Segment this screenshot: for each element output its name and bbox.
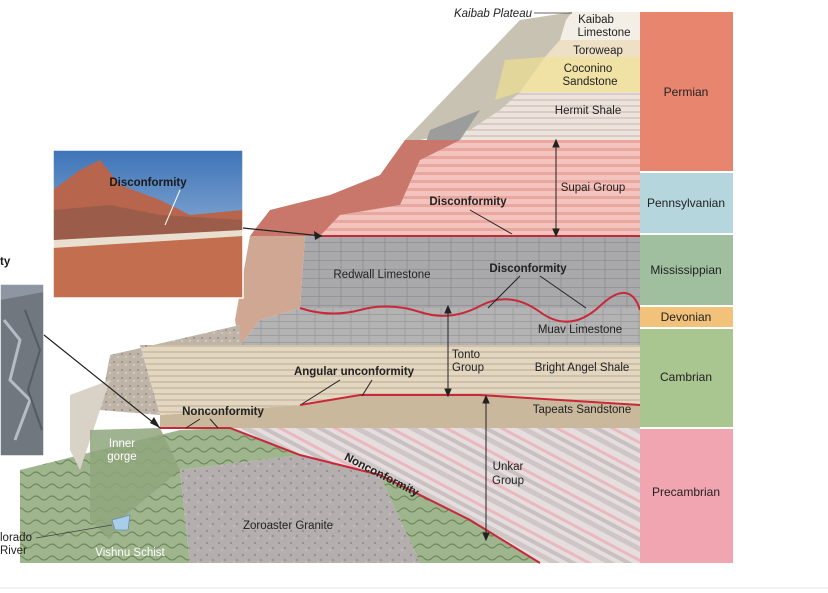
period-label-permian: Permian [664,85,709,99]
photo-disconformity: Disconformity [52,149,244,299]
period-box-devonian [640,306,733,328]
muav-limestone-layer [240,308,640,345]
unkar-label-1: Unkar [493,461,524,473]
photo1-pointer [242,227,323,237]
colorado-river-label-1: lorado [0,532,32,544]
supai-group-label: Supai Group [561,182,626,194]
thickness-arrows [444,138,560,542]
tapeats-sandstone-layer [160,395,640,428]
period-label-cambrian: Cambrian [660,370,712,384]
period-box-cambrian [640,328,733,428]
photo2-label-fragment: ty [0,256,11,268]
muav-limestone-label: Muav Limestone [538,324,622,336]
hermit-shale-label: Hermit Shale [555,105,621,117]
vishnu-schist-right [380,475,540,563]
period-box-permian [640,12,733,172]
bright-angel-label: Bright Angel Shale [535,362,630,374]
toroweap-layer [545,40,640,57]
redwall-limestone-label: Redwall Limestone [333,269,430,281]
supai-slope-face [250,140,460,236]
inner-gorge-label-1: Inner [109,438,135,450]
gorge-wall-left [70,380,110,470]
nonconformity-left-label: Nonconformity [182,406,264,418]
zoroaster-granite-label: Zoroaster Granite [243,520,333,532]
kaibab-plateau-label: Kaibab Plateau [454,8,533,20]
tapeats-sandstone-label: Tapeats Sandstone [533,404,631,416]
colorado-river-label-2: River [0,545,27,557]
colorado-river [111,514,131,531]
zoroaster-granite-body [180,455,420,563]
coconino-sandstone-layer [520,57,640,92]
photo1-label: Disconformity [109,177,187,189]
toroweap-label: Toroweap [573,45,623,57]
coconino-cliff-face [495,57,545,100]
supai-group-layer [320,140,640,236]
tonto-platform-face [100,325,240,415]
period-box-mississippian [640,234,733,306]
kaibab-label-1: Kaibab [578,14,614,26]
upper-cliff-face [400,12,572,160]
unkar-group-layers [230,428,640,563]
redwall-limestone-layer [300,236,640,308]
kaibab-limestone-layer [560,12,640,40]
photo-nonconformity [0,283,45,457]
tonto-label-2: Group [452,362,484,374]
photo2-pointer [43,334,161,429]
kaibab-label-2: Limestone [577,27,630,39]
tonto-label-1: Tonto [452,349,480,361]
period-box-precambrian [640,428,733,563]
inner-gorge-label-2: gorge [107,451,136,463]
coconino-label-1: Coconino [564,63,613,75]
bright-angel-shale-layer [140,345,640,415]
disconformity-lower-line [299,292,641,323]
redwall-cliff-face [235,236,305,345]
angular-unconformity-line [299,394,641,406]
coconino-label-2: Sandstone [563,76,618,88]
disconformity-lower-label: Disconformity [489,263,567,275]
vishnu-schist-label: Vishnu Schist [95,547,165,559]
nonconformity-line [160,427,541,564]
period-label-devonian: Devonian [661,310,712,324]
period-column: Permian Pennsylvanian Mississippian Devo… [640,12,733,563]
disconformity-upper-label: Disconformity [429,196,507,208]
period-label-mississippian: Mississippian [650,263,721,277]
period-label-pennsylvanian: Pennsylvanian [647,196,725,210]
unkar-label-2: Group [492,475,524,487]
period-box-pennsylvanian [640,172,733,234]
period-label-precambrian: Precambrian [652,485,720,499]
angular-unconformity-label: Angular unconformity [294,366,415,378]
inner-gorge-area [90,428,180,540]
